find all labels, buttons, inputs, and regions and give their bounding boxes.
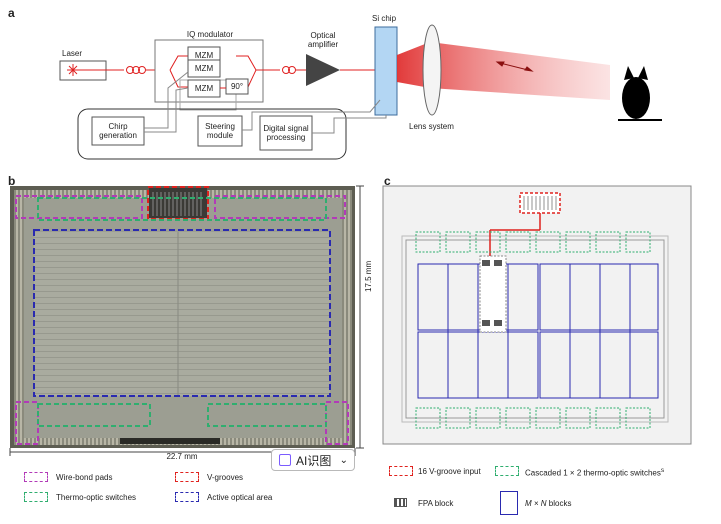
si-chip-label: Si chip xyxy=(372,14,397,23)
legend-mxn-label: M × N blocks xyxy=(525,499,572,508)
owl-icon xyxy=(618,66,662,121)
thermo-optic-bottom-right xyxy=(207,403,327,427)
legend-cascaded-swatch xyxy=(495,466,519,476)
fiber-coil-icon-1 xyxy=(126,66,146,74)
dsp-label-2: processing xyxy=(266,133,306,142)
panel-c-label: c xyxy=(384,174,391,188)
panel-a-diagram xyxy=(59,24,662,160)
height-dimension-label: 17.5 mm xyxy=(364,260,373,292)
legend-wire-bond-swatch xyxy=(24,472,48,482)
amplifier-icon xyxy=(306,54,340,86)
legend-v-grooves-label: V-grooves xyxy=(207,473,244,482)
fiber-coil-icon-2 xyxy=(282,66,296,74)
double-arrow-icon xyxy=(495,61,534,72)
chirp-label-1: Chirp xyxy=(108,122,128,131)
legend-thermo-optic-label: Thermo-optic switches xyxy=(56,493,137,502)
ai-widget-label: AI识图 xyxy=(296,453,332,468)
legend-fpa-label: FPA block xyxy=(418,499,454,508)
legend-v-grooves-swatch xyxy=(175,472,199,482)
legend-active-area-swatch xyxy=(175,492,199,502)
thermo-optic-bottom-left xyxy=(37,403,151,427)
legend-cascaded-label: Cascaded 1 × 2 thermo-optic switchess xyxy=(525,467,665,478)
wire-bond-region-top-left xyxy=(15,195,143,219)
steering-box xyxy=(197,115,243,147)
legend-mxn-swatch xyxy=(500,491,518,515)
legend-v-groove-input-swatch xyxy=(389,466,413,476)
legend-thermo-optic-swatch xyxy=(24,492,48,502)
iq-modulator-label: IQ modulator xyxy=(186,30,234,39)
width-dimension-label: 22.7 mm xyxy=(166,452,198,461)
dsp-box xyxy=(259,115,313,151)
steering-label-1: Steering xyxy=(205,122,235,131)
panel-b-chip-photo xyxy=(9,185,364,456)
legend-v-groove-input-label: 16 V-groove input xyxy=(418,467,481,476)
lens-system-label: Lens system xyxy=(409,122,454,131)
mzm-mid-box xyxy=(187,59,221,78)
laser-star-icon xyxy=(67,64,79,76)
chirp-box xyxy=(91,116,145,146)
legend-wire-bond-label: Wire-bond pads xyxy=(56,473,113,482)
dsp-label-1: Digital signal xyxy=(263,124,309,133)
mzm-top-label: MZM xyxy=(194,51,214,60)
steering-label-2: module xyxy=(206,131,234,140)
active-area-region xyxy=(33,229,331,397)
wire-bond-region-top-right xyxy=(214,195,346,219)
phase-box xyxy=(225,78,249,95)
lens-icon xyxy=(422,24,442,116)
panel-b-label: b xyxy=(8,174,16,188)
laser-beam xyxy=(397,42,610,100)
phase-label: 90° xyxy=(230,82,244,91)
mzm-mid-label: MZM xyxy=(194,64,214,73)
amplifier-label-1: Optical xyxy=(310,31,336,40)
chevron-down-icon[interactable]: ⌄ xyxy=(339,454,348,466)
legend-active-area-label: Active optical area xyxy=(207,493,273,502)
amplifier-label-2: amplifier xyxy=(307,40,339,49)
scan-icon xyxy=(279,454,291,466)
panel-c-layout-diagram xyxy=(382,185,692,445)
thermo-optic-top xyxy=(37,197,327,221)
chirp-label-2: generation xyxy=(99,131,137,140)
laser-label: Laser xyxy=(62,49,83,58)
panel-a-label: a xyxy=(8,6,15,20)
mzm-bot-label: MZM xyxy=(194,84,214,93)
ai-image-recognition-button[interactable]: AI识图 ⌄ xyxy=(271,449,355,471)
control-box xyxy=(77,108,347,160)
fpa-block-icon xyxy=(394,498,407,507)
